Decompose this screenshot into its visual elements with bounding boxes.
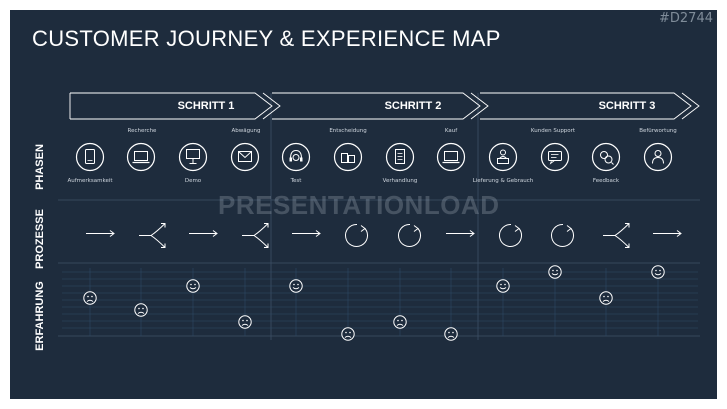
- sad-face-icon: [238, 315, 252, 329]
- chat-icon: [540, 142, 570, 172]
- step-chevron-outline: [480, 92, 692, 120]
- step-chevron-2: [272, 92, 489, 120]
- headset-icon: [281, 142, 311, 172]
- phase-label-demo: Demo: [184, 178, 202, 184]
- document-icon: [385, 142, 415, 172]
- presentation-icon: [178, 142, 208, 172]
- step-chevron-tip: [470, 92, 489, 120]
- phase-label-verhandlung: Verhandlung: [382, 178, 418, 184]
- row-label-phases: PHASEN: [34, 144, 46, 190]
- sad-face-icon: [599, 291, 613, 305]
- step-chevron-outline: [272, 92, 481, 120]
- arrow-right-icon: [84, 220, 116, 257]
- step-chevron-outline: [70, 92, 273, 120]
- row-label-processes: PROZESSE: [34, 209, 46, 269]
- slide-title: CUSTOMER JOURNEY & EXPERIENCE MAP: [32, 26, 501, 51]
- delivery-person-icon: [488, 142, 518, 172]
- arrow-right-icon: [651, 220, 683, 257]
- phase-label-befuerwortung: Befürwortung: [639, 128, 677, 134]
- feedback-icon: [591, 142, 621, 172]
- phase-label-abwaegung: Abwägung: [231, 128, 261, 134]
- step-chevron-tip: [262, 92, 281, 120]
- phase-label-feedback: Feedback: [592, 178, 620, 184]
- branch-icon: [137, 220, 169, 257]
- cycle-icon: [547, 220, 579, 257]
- arrow-right-icon: [290, 220, 322, 257]
- phase-label-lieferung: Lieferung & Gebrauch: [472, 178, 534, 184]
- happy-face-icon: [651, 265, 665, 279]
- phase-label-recherche: Recherche: [127, 128, 157, 134]
- step-label-1: SCHRITT 1: [177, 100, 235, 112]
- laptop-icon: [126, 142, 156, 172]
- step-chevron-1: [70, 92, 281, 120]
- step-label-3: SCHRITT 3: [598, 100, 656, 112]
- cycle-icon: [394, 220, 426, 257]
- box-icon: [333, 142, 363, 172]
- phase-label-test: Test: [290, 178, 302, 184]
- branch-icon: [240, 220, 272, 257]
- happy-face-icon: [496, 279, 510, 293]
- step-chevron-3: [480, 92, 700, 120]
- step-chevron-tip: [681, 92, 700, 120]
- cycle-icon: [341, 220, 373, 257]
- sad-face-icon: [341, 327, 355, 341]
- phase-label-kunden-support: Kunden Support: [530, 128, 576, 134]
- step-label-2: SCHRITT 2: [384, 100, 442, 112]
- tablet-icon: [75, 142, 105, 172]
- branch-icon: [601, 220, 633, 257]
- phase-label-entscheidung: Entscheidung: [329, 128, 367, 134]
- happy-face-icon: [289, 279, 303, 293]
- row-label-experience: ERFAHRUNG: [34, 281, 46, 351]
- cycle-icon: [495, 220, 527, 257]
- sad-face-icon: [444, 327, 458, 341]
- envelope-icon: [230, 142, 260, 172]
- sad-face-icon: [134, 303, 148, 317]
- watermark: PRESENTATIONLOAD: [218, 190, 500, 220]
- slide: CUSTOMER JOURNEY & EXPERIENCE MAP #D2744…: [10, 10, 717, 399]
- arrow-right-icon: [444, 220, 476, 257]
- phase-label-kauf: Kauf: [444, 128, 458, 134]
- arrow-right-icon: [187, 220, 219, 257]
- slide-code: #D2744: [659, 11, 713, 26]
- sad-face-icon: [83, 291, 97, 305]
- happy-face-icon: [548, 265, 562, 279]
- happy-face-icon: [186, 279, 200, 293]
- user-icon: [643, 142, 673, 172]
- laptop-icon: [436, 142, 466, 172]
- phase-label-aufmerksamkeit: Aufmerksamkeit: [67, 178, 113, 184]
- sad-face-icon: [393, 315, 407, 329]
